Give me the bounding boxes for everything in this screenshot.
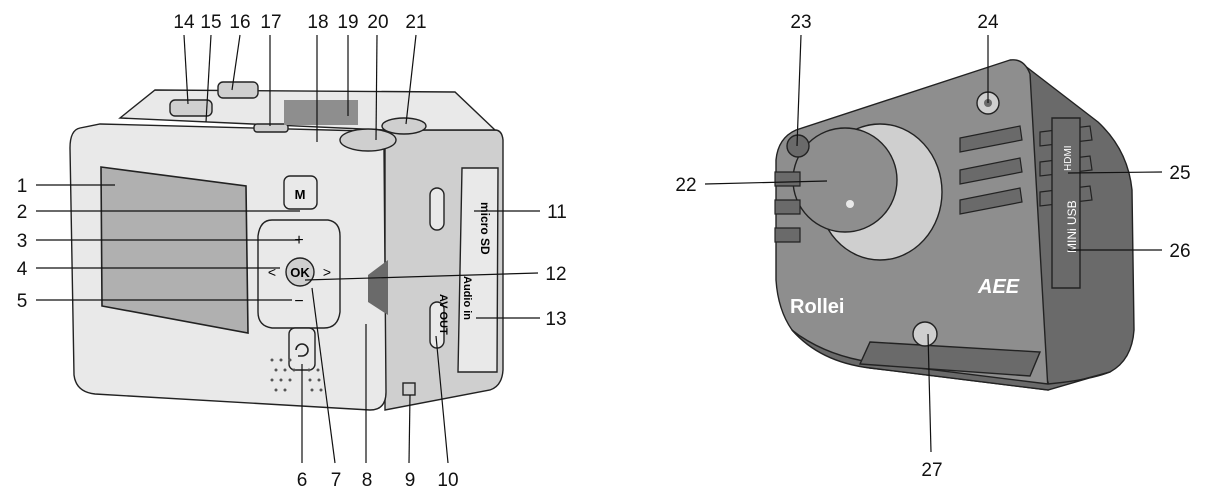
callout-9: 9	[405, 470, 416, 491]
callout-20: 20	[367, 12, 388, 33]
top-indicator	[253, 123, 289, 133]
right-button-label: >	[323, 264, 331, 280]
lens-view-callouts: 22 23 24 25 26 27	[675, 12, 1190, 481]
left-button-label: <	[268, 264, 276, 280]
mini-usb-label: MINi USB	[1065, 200, 1079, 253]
callout-24: 24	[977, 12, 999, 33]
callout-13: 13	[545, 309, 566, 330]
brand-logo: Rollei	[790, 296, 844, 318]
callout-27: 27	[921, 460, 942, 481]
callout-11: 11	[547, 202, 567, 223]
top-button-left[interactable]	[169, 99, 213, 117]
mode-button[interactable]	[288, 327, 316, 371]
lcd-screen	[100, 166, 249, 334]
callout-3: 3	[17, 231, 28, 252]
ok-button[interactable]	[285, 257, 315, 287]
shutter-button[interactable]	[339, 128, 397, 152]
model-logo: AEE	[977, 276, 1020, 298]
side-cover	[457, 167, 499, 373]
lens-view-camera: HDMI MINi USB Rollei AEE	[774, 59, 1135, 391]
speaker-grille	[270, 358, 323, 392]
callout-2: 2	[17, 202, 28, 223]
callout-23: 23	[790, 12, 811, 33]
audio-in-label: Audio in	[461, 276, 473, 320]
front-view-leader-lines	[36, 34, 540, 464]
minus-button-label: −	[294, 293, 303, 310]
callout-14: 14	[173, 12, 195, 33]
tripod-mount	[912, 321, 938, 347]
ok-button-label: OK	[290, 265, 310, 280]
lens-view-leader-lines	[704, 34, 1163, 453]
callout-5: 5	[17, 291, 28, 312]
front-view-callouts: 1 2 3 4 5 6 7 8 9 10 11 12 13 14 15 16 1…	[17, 12, 567, 491]
sensor-left	[786, 134, 810, 158]
slot-arrow	[368, 260, 388, 315]
av-out-label: AV OUT	[437, 294, 449, 335]
m-button-label: M	[295, 187, 306, 202]
tripod-plate	[858, 341, 1042, 377]
callout-17: 17	[260, 12, 281, 33]
port-cover	[1051, 117, 1081, 289]
side-led-top	[429, 187, 445, 231]
camera-bottom-face	[791, 329, 1111, 391]
callout-4: 4	[17, 259, 28, 280]
callout-12: 12	[545, 264, 566, 285]
front-view-camera: M OK + − < > micro SD Audio	[69, 81, 504, 411]
callout-19: 19	[337, 12, 358, 33]
m-button[interactable]	[283, 175, 318, 210]
callout-10: 10	[437, 470, 458, 491]
callout-16: 16	[229, 12, 250, 33]
strap-hole	[402, 382, 416, 396]
lens-highlight	[846, 200, 854, 208]
callout-7: 7	[331, 470, 342, 491]
micro-sd-label: micro SD	[478, 202, 492, 255]
top-display	[284, 100, 358, 125]
callout-18: 18	[307, 12, 328, 33]
power-button[interactable]	[381, 117, 427, 135]
callout-21: 21	[405, 12, 426, 33]
callout-6: 6	[297, 470, 308, 491]
callout-26: 26	[1169, 241, 1190, 262]
callout-1: 1	[17, 176, 28, 197]
hdmi-label: HDMI	[1063, 145, 1074, 171]
callout-15: 15	[200, 12, 221, 33]
callout-25: 25	[1169, 163, 1190, 184]
mode-switch[interactable]	[217, 81, 259, 99]
callout-22: 22	[675, 175, 696, 196]
return-icon	[295, 343, 309, 357]
callout-8: 8	[362, 470, 373, 491]
